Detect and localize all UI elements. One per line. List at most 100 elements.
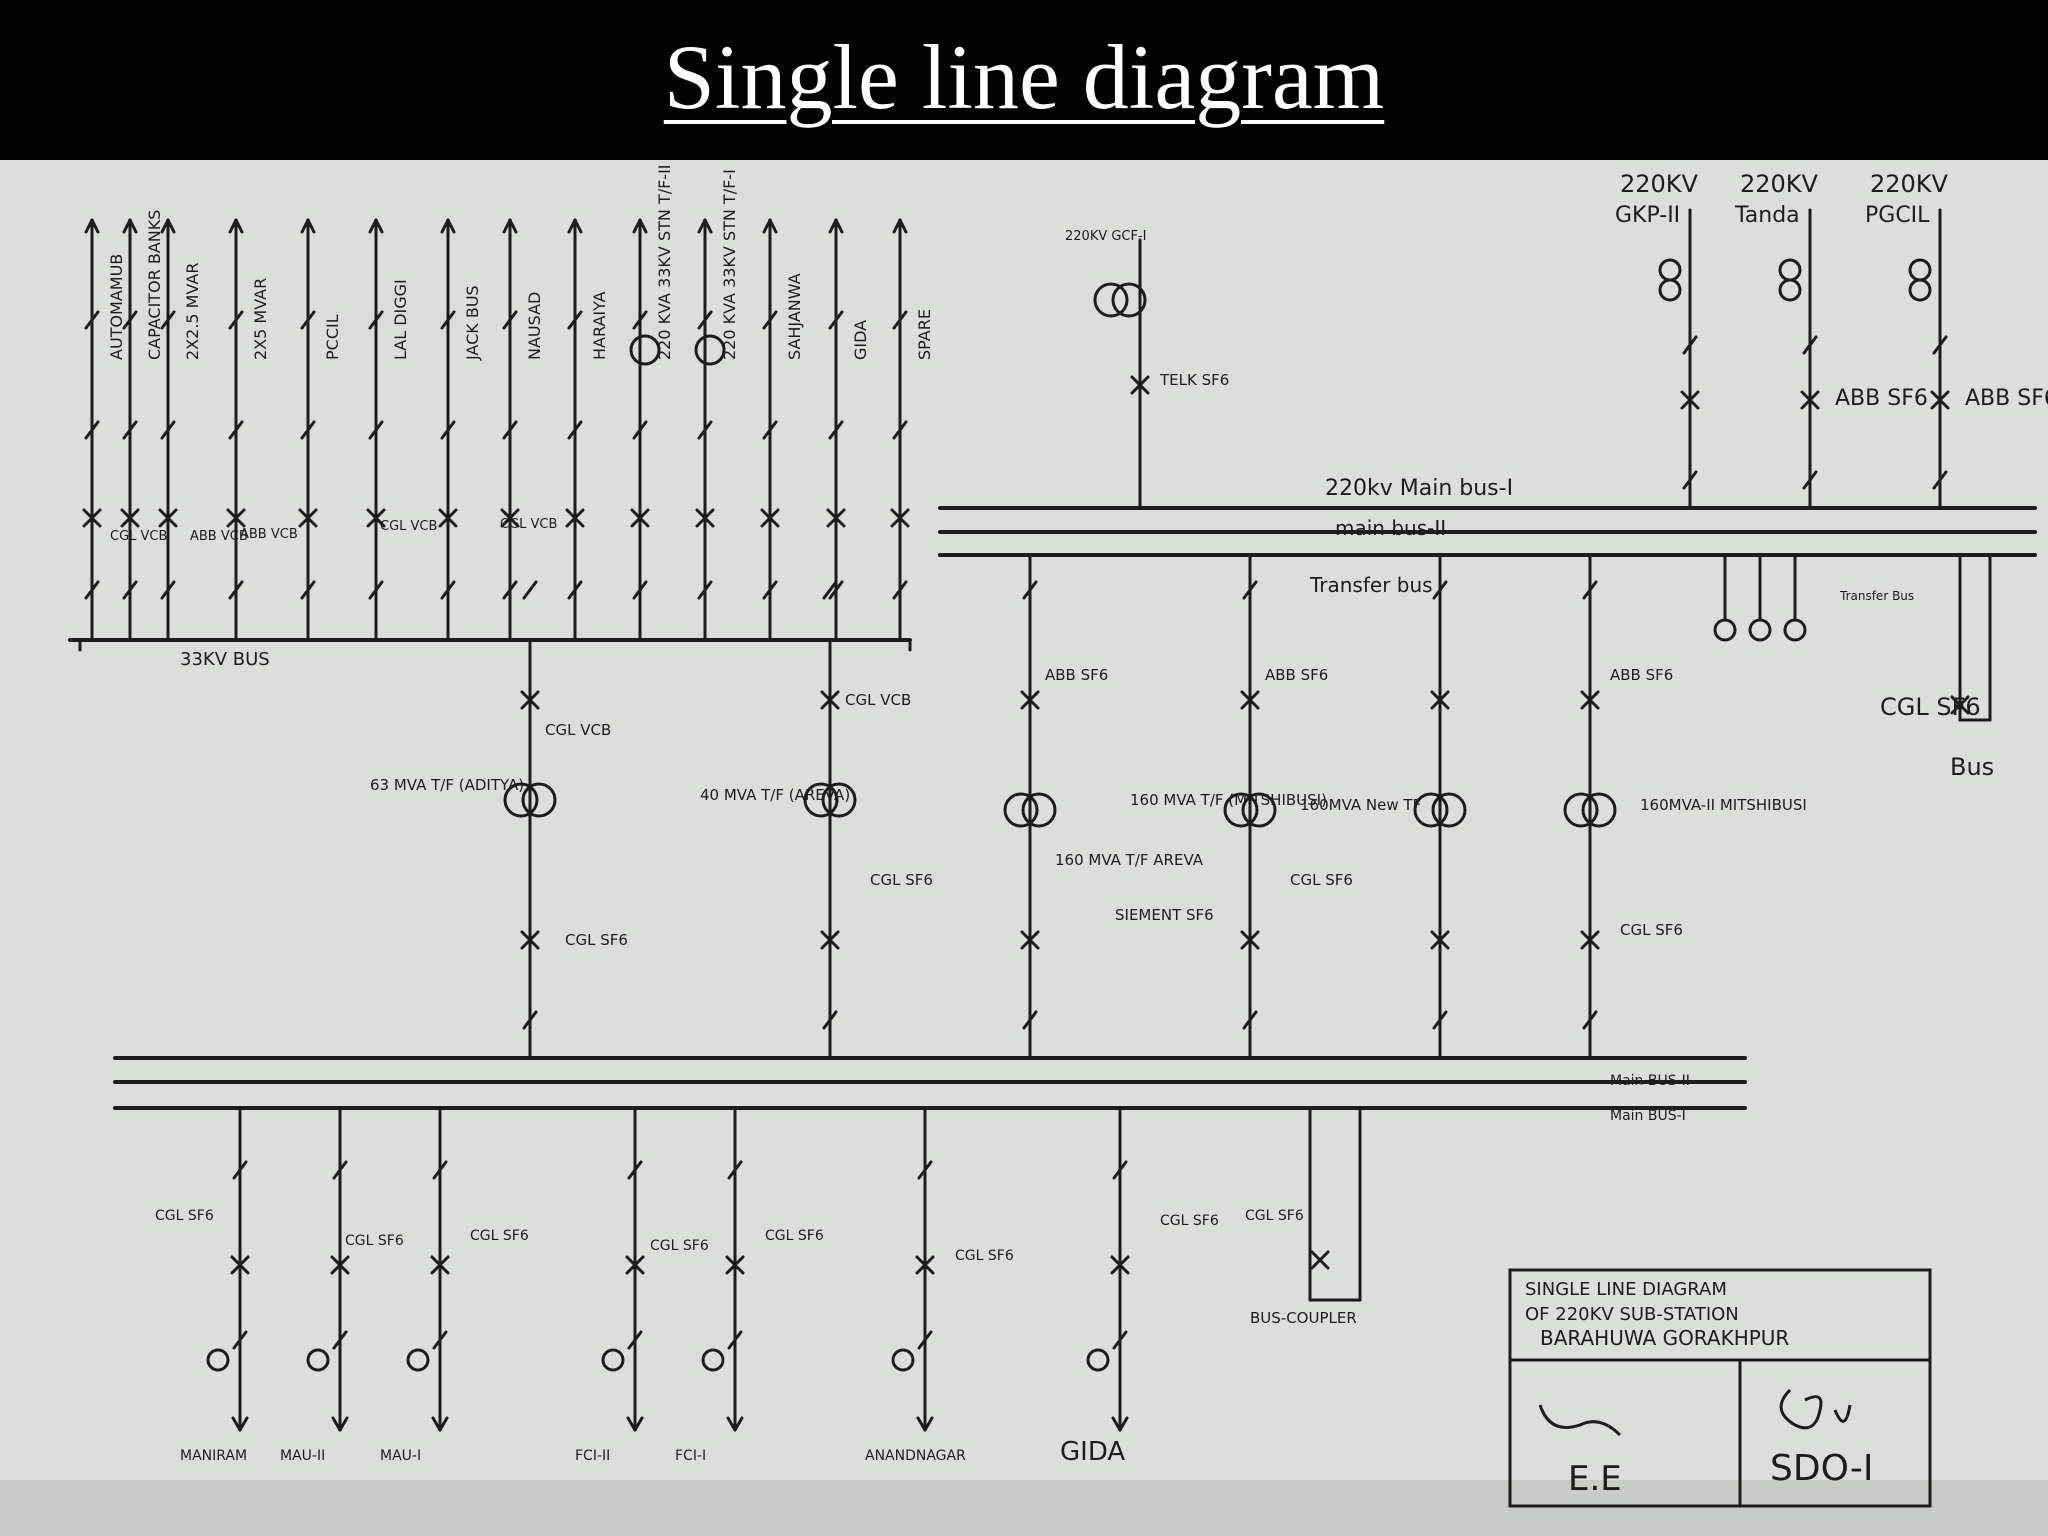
bus-coupler-breaker-label: CGL SF6 [1880, 693, 1981, 721]
outgoing-feeder-label: FCI-I [675, 1448, 706, 1464]
arrow-head [446, 218, 456, 234]
isolator-symbol [440, 580, 456, 600]
arrow-head [573, 218, 583, 234]
bay-breaker [1240, 690, 1260, 710]
isolator-symbol [1242, 1010, 1258, 1030]
arrow-head [703, 218, 713, 234]
transformer-symbol [1241, 792, 1277, 828]
bay-breaker [1430, 690, 1450, 710]
arrow-head [916, 1416, 927, 1432]
transformer-symbol [1003, 792, 1039, 828]
isolator-symbol [1112, 1160, 1128, 1180]
feeder-33kv-label: CAPACITOR BANKS [145, 210, 164, 360]
arrow-head [84, 218, 94, 234]
outgoing-breaker [1110, 1255, 1130, 1275]
transformer-lv-label: CGL SF6 [1290, 871, 1353, 889]
bottom-breaker-label: CGL SF6 [765, 1228, 824, 1244]
arrow-head [768, 218, 778, 234]
arrow-head [238, 1416, 249, 1432]
arrow-head [231, 1416, 242, 1432]
outgoing-feeder-label: FCI-II [575, 1448, 610, 1464]
isolator-symbol [822, 1010, 838, 1030]
isolator-symbol [632, 420, 648, 440]
ct-symbol [306, 1348, 330, 1372]
isolator-symbol [332, 1330, 348, 1350]
arrow-head [166, 218, 176, 234]
isolator-symbol [440, 310, 456, 330]
incoming-breaker [1930, 390, 1950, 410]
outgoing-feeder-label: MAU-II [280, 1448, 325, 1464]
bay-breaker [820, 690, 840, 710]
feeder-33kv-breaker [82, 508, 102, 528]
isolator-symbol [1932, 335, 1948, 355]
isolator-symbol [627, 1330, 643, 1350]
arrow-head [898, 218, 908, 234]
feeder-33kv-label: AUTOMAMUB [107, 254, 126, 360]
isolator-symbol [632, 580, 648, 600]
transformer-symbol [1431, 792, 1467, 828]
outgoing-breaker [430, 1255, 450, 1275]
arrow-head [128, 218, 138, 234]
arrow-head [502, 218, 512, 234]
arrow-head [338, 1416, 349, 1432]
arrow-head [726, 1416, 737, 1432]
vcb-label: CGL VCB [110, 529, 167, 544]
feeder-33kv-breaker [298, 508, 318, 528]
feeder-33kv-breaker [226, 508, 246, 528]
arrow-head [1111, 1416, 1122, 1432]
transformer-symbol [1563, 792, 1599, 828]
isolator-symbol [762, 580, 778, 600]
outgoing-feeder-label: MAU-I [380, 1448, 421, 1464]
incoming-sub: PGCIL [1865, 203, 1930, 228]
arrow-head [234, 218, 244, 234]
isolator-symbol [160, 580, 176, 600]
telk-label: TELK SF6 [1159, 371, 1229, 389]
isolator-symbol [1582, 580, 1598, 600]
arrow-head [440, 218, 450, 234]
isolator-symbol [522, 1010, 538, 1030]
feeder-33kv-breaker [120, 508, 140, 528]
bay-top-label: 220KV GCF-I [1065, 229, 1147, 244]
arrow-head [368, 218, 378, 234]
vcb-label: ABB VCB [190, 529, 248, 544]
isolator-symbol [1682, 335, 1698, 355]
ct-symbol [891, 1348, 915, 1372]
transfer-bus-label: Transfer bus [1309, 573, 1433, 597]
arrow-head [431, 1416, 442, 1432]
isolator-symbol [84, 420, 100, 440]
transformer-hv-label: CGL VCB [545, 721, 611, 739]
incoming-breaker-label: ABB SF6 [1965, 386, 2048, 411]
ct-symbol [406, 1348, 430, 1372]
bay-breaker [1020, 930, 1040, 950]
isolator-symbol [567, 310, 583, 330]
isolator-symbol [502, 420, 518, 440]
isolator-symbol [432, 1330, 448, 1350]
isolator-symbol [762, 420, 778, 440]
isolator-symbol [828, 420, 844, 440]
arrow-head [626, 1416, 637, 1432]
title-block-line2: OF 220KV SUB-STATION [1525, 1304, 1739, 1325]
transformer-symbol [1581, 792, 1617, 828]
incoming-name: 220KV [1870, 170, 1949, 198]
transformer-lv-label: CGL SF6 [870, 871, 933, 889]
bus-coupler-bottom-breaker [1310, 1250, 1330, 1270]
title-block: SINGLE LINE DIAGRAM OF 220KV SUB-STATION… [1508, 1268, 1932, 1508]
breaker-symbol [1130, 375, 1150, 395]
isolator-symbol [84, 580, 100, 600]
incoming-breaker [1800, 390, 1820, 410]
pt-symbol [1713, 618, 1737, 642]
isolator-symbol [368, 310, 384, 330]
isolator-symbol [1582, 1010, 1598, 1030]
isolator-symbol [1432, 1010, 1448, 1030]
feeder-33kv-breaker [500, 508, 520, 528]
lower-main-bus-2-label: Main BUS-I [1610, 1108, 1686, 1124]
arrow-head [828, 218, 838, 234]
isolator-symbol [1242, 580, 1258, 600]
isolator-symbol [502, 310, 518, 330]
isolator-symbol [502, 580, 518, 600]
transformer-hv-label: ABB SF6 [1045, 666, 1108, 684]
isolator-symbol [160, 310, 176, 330]
outgoing-breaker [915, 1255, 935, 1275]
